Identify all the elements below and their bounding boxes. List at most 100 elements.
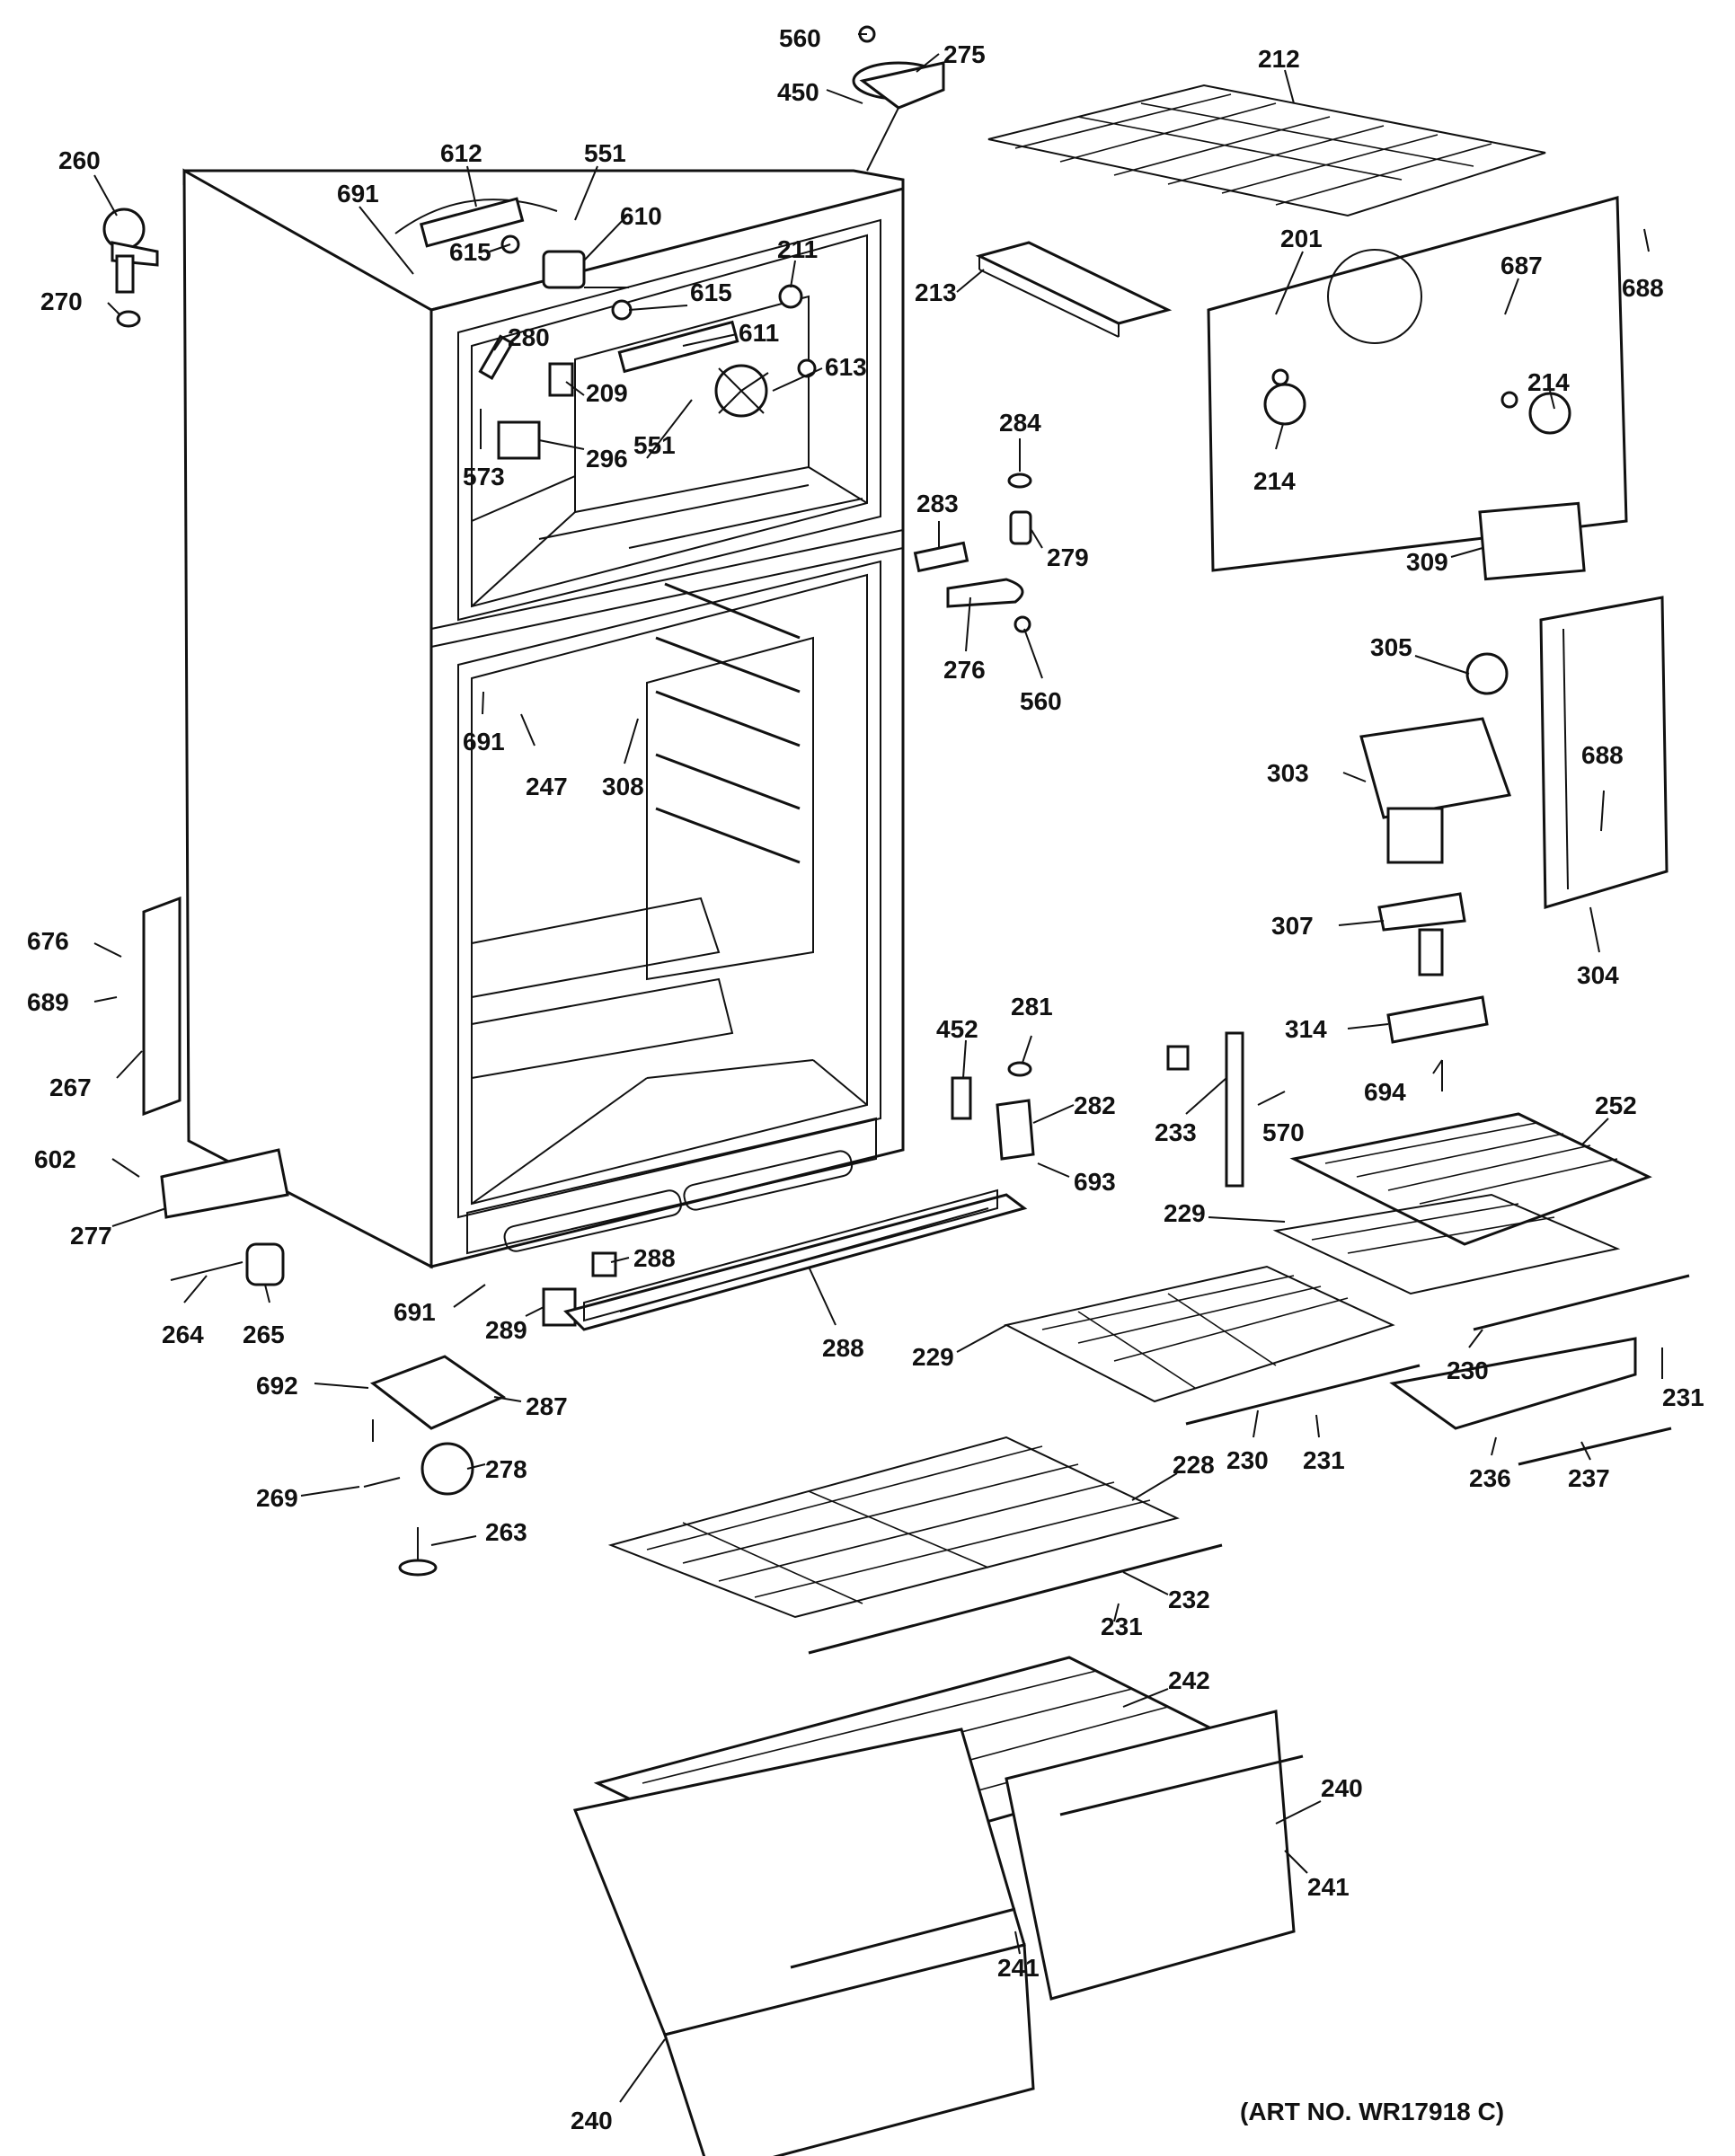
callout-288: 288 xyxy=(822,1334,864,1362)
meat-pan xyxy=(1389,1337,1672,1466)
callout-242: 242 xyxy=(1168,1666,1210,1694)
glass-shelf-upper xyxy=(1289,1112,1652,1246)
callout-276: 276 xyxy=(943,656,986,684)
callout-279: 279 xyxy=(1047,543,1089,571)
callout-233: 233 xyxy=(1155,1118,1197,1146)
callout-240: 240 xyxy=(571,2107,613,2134)
freezer-fan-assembly xyxy=(394,197,817,460)
callout-602: 602 xyxy=(34,1145,76,1173)
callout-237: 237 xyxy=(1568,1464,1610,1492)
label-card xyxy=(1478,501,1586,581)
callout-214: 214 xyxy=(1527,368,1570,396)
crisper-drawer-right xyxy=(1005,1710,1304,2001)
callout-211: 211 xyxy=(777,235,818,263)
callout-612: 612 xyxy=(440,139,482,167)
wire-shelf-b xyxy=(1272,1193,1621,1295)
callout-688: 688 xyxy=(1581,741,1624,769)
callout-236: 236 xyxy=(1469,1464,1511,1492)
callout-281: 281 xyxy=(1011,993,1053,1021)
callout-263: 263 xyxy=(485,1518,527,1546)
callout-308: 308 xyxy=(602,773,644,800)
callout-573: 573 xyxy=(463,463,505,490)
callout-213: 213 xyxy=(915,278,957,306)
callout-228: 228 xyxy=(1173,1451,1215,1479)
callout-551: 551 xyxy=(633,431,676,459)
hinge-top-assembly xyxy=(852,25,945,172)
callout-241: 241 xyxy=(1307,1873,1350,1901)
callout-689: 689 xyxy=(27,988,69,1016)
callout-309: 309 xyxy=(1406,548,1448,576)
callout-615: 615 xyxy=(449,238,491,266)
callout-691: 691 xyxy=(463,728,505,755)
callout-278: 278 xyxy=(485,1455,527,1483)
callout-275: 275 xyxy=(943,40,986,68)
hinge-center-parts xyxy=(913,473,1032,633)
callout-280: 280 xyxy=(508,323,550,351)
callout-303: 303 xyxy=(1267,759,1309,787)
callout-314: 314 xyxy=(1285,1015,1327,1043)
callout-287: 287 xyxy=(526,1392,568,1420)
callout-687: 687 xyxy=(1500,252,1543,279)
freezer-shelf-wire xyxy=(987,84,1546,217)
callout-570: 570 xyxy=(1262,1118,1305,1146)
callout-270: 270 xyxy=(40,287,83,315)
callout-229: 229 xyxy=(1164,1199,1206,1227)
callout-240: 240 xyxy=(1321,1774,1363,1802)
callout-691: 691 xyxy=(394,1298,436,1326)
callout-694: 694 xyxy=(1364,1078,1406,1106)
callout-230: 230 xyxy=(1226,1446,1269,1474)
callout-283: 283 xyxy=(916,490,959,517)
callout-284: 284 xyxy=(999,409,1041,437)
callout-247: 247 xyxy=(526,773,568,800)
callout-241: 241 xyxy=(997,1954,1040,1982)
callout-551: 551 xyxy=(584,139,626,167)
callout-452: 452 xyxy=(936,1015,978,1043)
callout-201: 201 xyxy=(1280,225,1323,252)
callout-260: 260 xyxy=(58,146,101,174)
lower-hinge-parts xyxy=(142,896,617,1577)
callout-232: 232 xyxy=(1168,1586,1210,1613)
callout-676: 676 xyxy=(27,927,69,955)
callout-450: 450 xyxy=(777,78,819,106)
part-number-labels: 560 275 450 212 260 612 551 691 610 615 … xyxy=(27,24,1704,2134)
callout-269: 269 xyxy=(256,1484,298,1512)
shelf-stud-parts xyxy=(951,1031,1244,1188)
callout-296: 296 xyxy=(586,445,628,473)
wire-shelf-a xyxy=(1004,1265,1395,1403)
callout-289: 289 xyxy=(485,1316,527,1344)
callout-264: 264 xyxy=(162,1321,204,1348)
callout-305: 305 xyxy=(1370,633,1412,661)
callout-691: 691 xyxy=(337,180,379,208)
callout-267: 267 xyxy=(49,1074,92,1101)
ice-tray xyxy=(975,241,1173,338)
callout-277: 277 xyxy=(70,1222,112,1250)
callout-560: 560 xyxy=(779,24,821,52)
callout-613: 613 xyxy=(825,353,867,381)
callout-212: 212 xyxy=(1258,45,1300,73)
refrigerator-cabinet xyxy=(182,168,905,1269)
leader-lines xyxy=(93,33,1663,2103)
callout-610: 610 xyxy=(620,202,662,230)
dispenser-parts xyxy=(1359,596,1669,1091)
callout-288: 288 xyxy=(633,1244,676,1272)
callout-688: 688 xyxy=(1622,274,1664,302)
callout-307: 307 xyxy=(1271,912,1314,940)
callout-265: 265 xyxy=(243,1321,285,1348)
callout-304: 304 xyxy=(1577,961,1619,989)
callout-615: 615 xyxy=(690,278,732,306)
callout-693: 693 xyxy=(1074,1168,1116,1196)
wall-plug xyxy=(102,208,159,328)
shelf-trim-lower xyxy=(808,1543,1223,1655)
callout-209: 209 xyxy=(586,379,628,407)
callout-230: 230 xyxy=(1447,1356,1489,1384)
callout-692: 692 xyxy=(256,1372,298,1400)
callout-231: 231 xyxy=(1303,1446,1345,1474)
wire-shelf-lower xyxy=(607,1436,1180,1619)
callout-229: 229 xyxy=(912,1343,954,1371)
callout-231: 231 xyxy=(1662,1383,1704,1411)
evaporator-cover-panel xyxy=(1207,196,1628,572)
callout-214: 214 xyxy=(1253,467,1296,495)
shelf-trim-b xyxy=(1473,1274,1690,1331)
crisper-drawer-left xyxy=(572,1727,1035,2156)
